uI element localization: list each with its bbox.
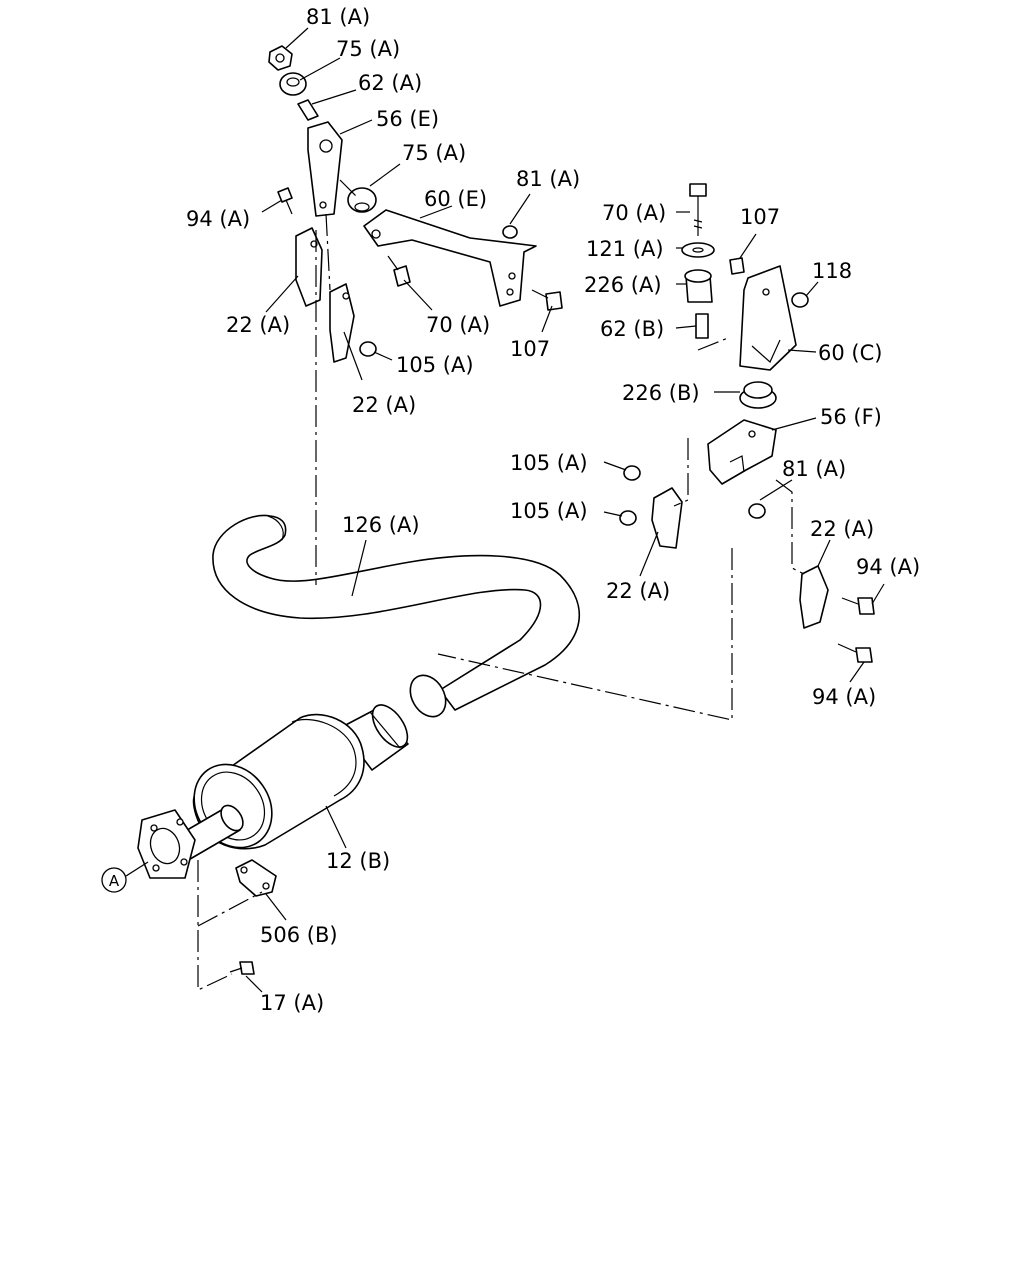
label-62a: 62 (A) xyxy=(358,71,422,95)
label-226b: 226 (B) xyxy=(622,381,700,405)
label-22a-r2: 22 (A) xyxy=(606,579,670,603)
reference-marker-a: A xyxy=(101,867,127,893)
label-105a-r2: 105 (A) xyxy=(510,499,588,523)
label-94a-r1: 94 (A) xyxy=(856,555,920,579)
callout-labels: 81 (A) 75 (A) 62 (A) 56 (E) 75 (A) 94 (A… xyxy=(186,5,920,1015)
lower-fasteners xyxy=(229,859,277,975)
leader-lines xyxy=(125,27,885,993)
label-226a: 226 (A) xyxy=(584,273,662,297)
label-94a-r2: 94 (A) xyxy=(812,685,876,709)
assembly-lines xyxy=(197,179,805,991)
label-22a-r1: 22 (A) xyxy=(810,517,874,541)
muffler-12b xyxy=(137,704,409,879)
label-107-right: 107 xyxy=(740,205,780,229)
label-60e: 60 (E) xyxy=(424,187,487,211)
label-70a-mid: 70 (A) xyxy=(426,313,490,337)
label-12b: 12 (B) xyxy=(326,849,390,873)
ref-letter-a: A xyxy=(109,872,120,890)
label-105a-r1: 105 (A) xyxy=(510,451,588,475)
label-121a: 121 (A) xyxy=(586,237,664,261)
label-62b: 62 (B) xyxy=(600,317,664,341)
label-22a-left: 22 (A) xyxy=(226,313,290,337)
label-75a-top: 75 (A) xyxy=(336,37,400,61)
label-56f: 56 (F) xyxy=(820,405,882,429)
label-70a-right: 70 (A) xyxy=(602,201,666,225)
exhaust-pipe-126a xyxy=(212,514,581,718)
right-hanger-assembly xyxy=(619,183,875,663)
label-17a: 17 (A) xyxy=(260,991,324,1015)
label-22a-center: 22 (A) xyxy=(352,393,416,417)
label-81a-right: 81 (A) xyxy=(782,457,846,481)
label-94a-left: 94 (A) xyxy=(186,207,250,231)
label-105a-top: 105 (A) xyxy=(396,353,474,377)
label-81a-mid: 81 (A) xyxy=(516,167,580,191)
label-107-mid: 107 xyxy=(510,337,550,361)
label-75a-mid: 75 (A) xyxy=(402,141,466,165)
label-118: 118 xyxy=(812,259,852,283)
label-126a: 126 (A) xyxy=(342,513,420,537)
label-56e: 56 (E) xyxy=(376,107,439,131)
label-60c: 60 (C) xyxy=(818,341,882,365)
label-81a-top: 81 (A) xyxy=(306,5,370,29)
label-506b: 506 (B) xyxy=(260,923,338,947)
